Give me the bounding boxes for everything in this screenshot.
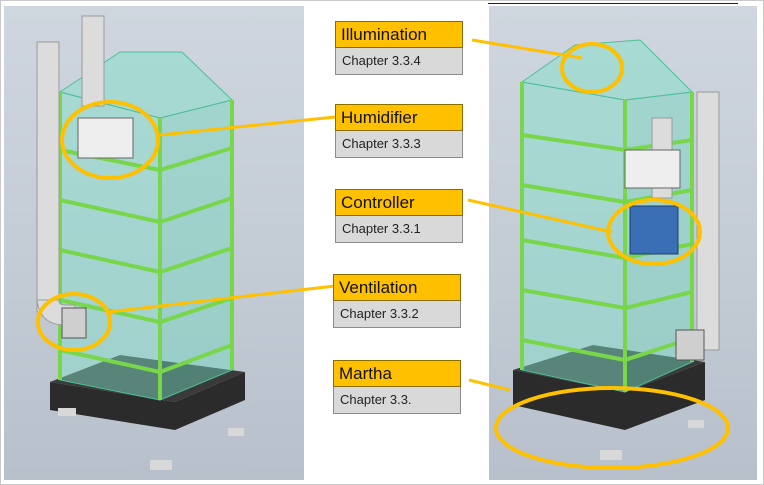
left-foot [150,460,172,470]
humidifier-leader [159,115,336,137]
right-foot [600,450,622,460]
left-duct [36,41,60,313]
ventilation-circle [36,292,112,352]
illumination-leader [471,38,583,60]
callout-title: Ventilation [333,274,461,301]
callout-chapter: Chapter 3.3.4 [335,48,463,75]
callout-chapter: Chapter 3.3.2 [333,301,461,328]
leader-lines [107,38,613,392]
martha-circle [494,386,730,470]
martha-leader [468,378,511,392]
callout-title: Humidifier [335,104,463,131]
right-model [494,39,730,470]
left-fan [61,307,87,339]
right-base-top [513,345,705,392]
left-duct [81,15,105,107]
right-foot [688,420,704,428]
right-base [513,362,705,430]
illumination-circle [560,42,624,94]
top-rule [488,3,738,4]
left-foot [228,428,244,436]
left-model [36,15,245,470]
left-foot [58,408,76,416]
callout-title: Martha [333,360,461,387]
ventilation-leader [107,284,336,314]
left-base [50,372,245,430]
right-shelves [520,82,694,392]
callout-chapter: Chapter 3.3.3 [335,131,463,158]
humidifier-circle [60,100,160,180]
left-base-top [50,355,245,402]
controller-leader [467,198,613,234]
right-fan [675,329,705,361]
callout-title: Illumination [335,21,463,48]
right-duct [696,91,720,351]
callout-chapter: Chapter 3.3.1 [335,216,463,243]
callout-title: Controller [335,189,463,216]
right-controller-board [629,205,679,255]
left-humidifier [77,117,134,159]
callout-chapter: Chapter 3.3. [333,387,461,414]
right-humidifier [624,149,681,189]
